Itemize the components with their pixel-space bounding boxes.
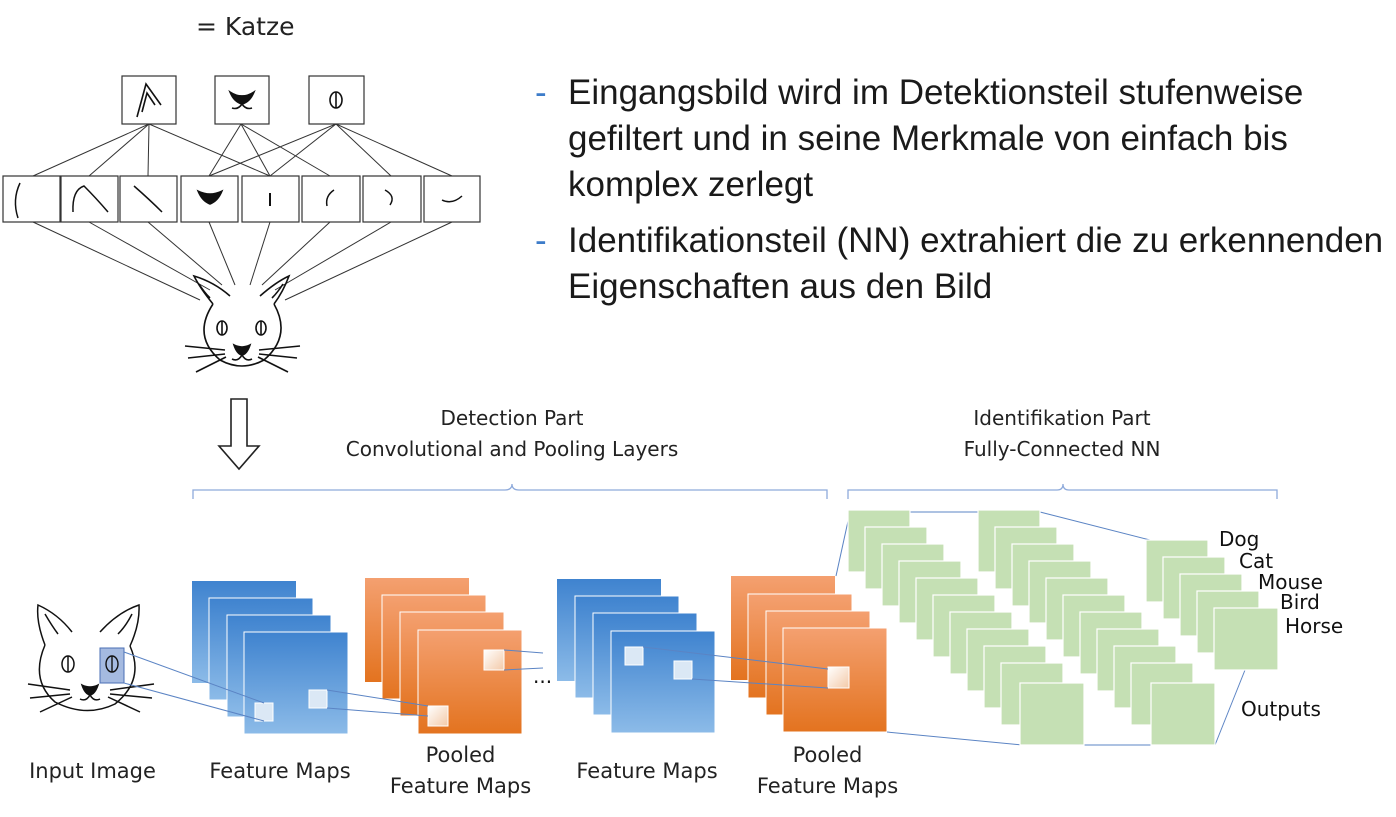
middle-feature-glyphs [14,182,463,219]
bullet-dash: - [535,221,547,260]
hierarchy-connections [32,123,453,301]
diagonal-stroke-icon [133,185,163,213]
top-feature-glyphs [136,82,343,118]
feature-maps-2-label: Feature Maps [576,759,718,783]
fc-layer-2 [977,509,1216,746]
bracket-identification [847,483,1278,499]
cat-nose-icon [196,189,224,205]
feature-maps-2-stack [557,579,716,734]
feature-maps-1-stack [192,581,349,735]
bullet-list: - Eingangsbild wird im Detektionsteil st… [535,70,1385,320]
detection-header: Detection Part Convolutional and Pooling… [312,403,712,465]
output-label-bird: Bird [1280,590,1320,614]
pooled-label-line: Pooled [425,743,496,767]
pooled-feature-maps-2-stack [731,576,888,733]
bullet-item: - Eingangsbild wird im Detektionsteil st… [535,70,1385,208]
feature-box-ear [121,75,177,125]
identification-header-title: Identifikation Part [973,406,1151,430]
curve-stroke-icon [72,185,109,213]
stage-connections [123,511,1246,746]
pooled-feature-maps-1-label: Pooled Feature Maps [378,740,543,802]
detection-header-subtitle: Convolutional and Pooling Layers [345,437,679,461]
arc-stroke-icon [384,189,393,206]
pooled-feature-maps-2-label: Pooled Feature Maps [745,740,910,802]
arc-stroke-icon [441,195,463,203]
pooled-feature-maps-1-stack [365,578,523,735]
bullet-text: Eingangsbild wird im Detektionsteil stuf… [568,73,1304,204]
bullet-item: - Identifikationsteil (NN) extrahiert di… [535,218,1385,310]
down-arrow-icon [217,398,261,471]
fc-layer-1 [847,509,1085,746]
cat-nose-icon [228,89,256,105]
bullet-dash: - [535,73,547,112]
fc-output-layer [1145,539,1279,671]
arc-stroke-icon [325,189,335,207]
output-label-cat: Cat [1239,549,1274,573]
pooled-label-line: Feature Maps [389,774,532,798]
pooled-label-line: Feature Maps [756,774,899,798]
output-label-dog: Dog [1219,527,1260,551]
feature-maps-1-label: Feature Maps [209,759,351,783]
ear-icon [136,82,162,118]
cat-mouth-icon [231,103,253,110]
hierarchy-top-label: = Katze [196,12,295,41]
detection-header-title: Detection Part [440,406,584,430]
identification-header-subtitle: Fully-Connected NN [963,437,1161,461]
outputs-label: Outputs [1241,697,1321,721]
ellipsis: ... [533,664,553,688]
input-image-label: Input Image [29,759,156,783]
curve-stroke-icon [14,182,21,219]
bullet-text: Identifikationsteil (NN) extrahiert die … [568,221,1384,306]
input-image-cat [27,603,155,713]
pooled-label-line: Pooled [792,743,863,767]
top-feature-boxes [121,75,365,125]
cat-face-drawing [184,274,301,373]
bracket-detection [192,483,828,499]
output-label-mouse: Mouse [1258,570,1323,594]
output-label-horse: Horse [1285,614,1344,638]
identification-header: Identifikation Part Fully-Connected NN [912,403,1212,465]
